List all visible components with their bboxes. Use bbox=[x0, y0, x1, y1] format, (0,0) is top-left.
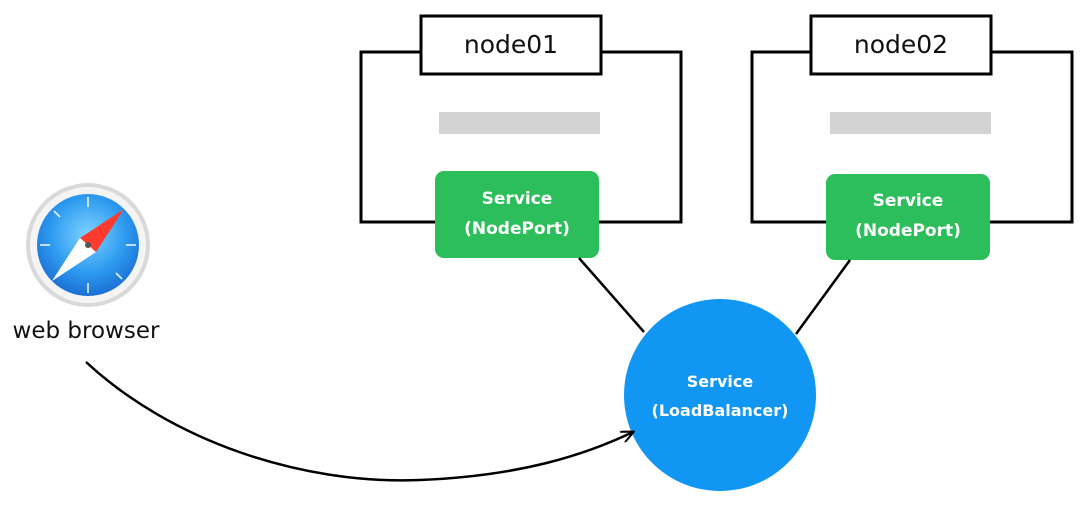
node-02-placeholder-bar bbox=[830, 112, 991, 134]
node-02-nodeport-service: Service (NodePort) bbox=[826, 174, 990, 260]
web-browser-label: web browser bbox=[13, 318, 160, 344]
node-02-label-box bbox=[809, 14, 993, 76]
node-01-placeholder-bar bbox=[439, 112, 600, 134]
compass-browser-icon bbox=[26, 183, 150, 307]
node-02-service-line2: (NodePort) bbox=[855, 221, 961, 241]
node-01: node01 Service (NodePort) bbox=[359, 14, 683, 258]
node-02-service-line1: Service bbox=[873, 191, 944, 211]
loadbalancer-line1: Service bbox=[687, 372, 754, 391]
node-01-service-line1: Service bbox=[482, 189, 553, 209]
node-01-label: node01 bbox=[464, 30, 558, 59]
node-02: node02 Service (NodePort) bbox=[750, 14, 1074, 260]
node-02-label: node02 bbox=[854, 30, 948, 59]
node-01-service-line2: (NodePort) bbox=[464, 219, 570, 239]
node-01-label-box bbox=[419, 14, 603, 76]
connector-node02-to-loadbalancer bbox=[794, 259, 852, 335]
loadbalancer-service: Service (LoadBalancer) bbox=[624, 299, 816, 491]
connector-node01-to-loadbalancer bbox=[578, 257, 645, 333]
connector-browser-to-loadbalancer bbox=[85, 361, 633, 482]
loadbalancer-line2: (LoadBalancer) bbox=[652, 401, 789, 420]
node-01-nodeport-service: Service (NodePort) bbox=[435, 171, 599, 258]
